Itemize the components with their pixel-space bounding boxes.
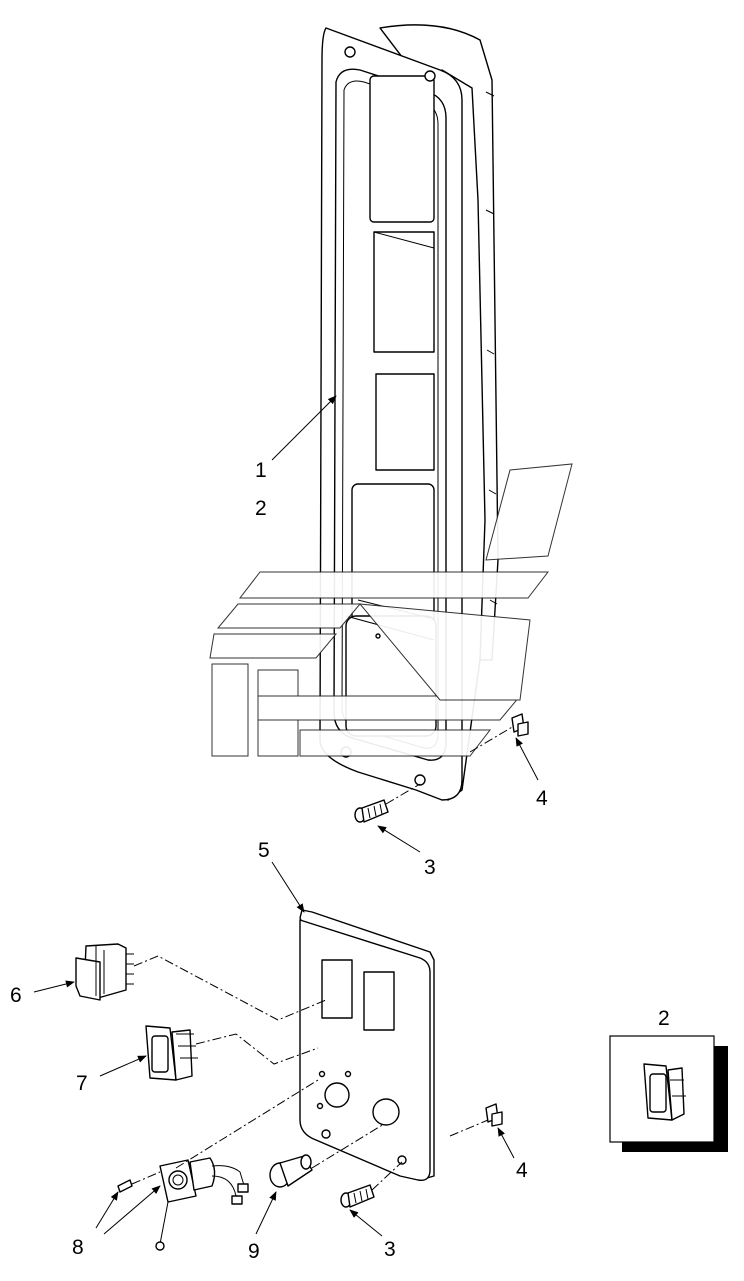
inset-box bbox=[609, 1035, 728, 1152]
watermark-logo bbox=[209, 463, 573, 757]
callout-3-lower: 3 bbox=[384, 1238, 396, 1261]
small-screw bbox=[117, 1179, 133, 1193]
callout-inset-2: 2 bbox=[658, 1007, 670, 1030]
indicator-lamp bbox=[145, 1025, 198, 1081]
callout-1: 1 bbox=[255, 459, 267, 482]
callout-6: 6 bbox=[10, 984, 22, 1007]
mounting-plate bbox=[299, 909, 435, 1181]
callout-2: 2 bbox=[255, 497, 267, 520]
assembly-lines bbox=[131, 725, 515, 1191]
callout-4-upper: 4 bbox=[536, 787, 548, 810]
screw-upper bbox=[354, 799, 389, 823]
clip-nut-upper bbox=[511, 713, 529, 737]
leader-arrows bbox=[33, 395, 539, 1237]
screw-lower bbox=[340, 1184, 375, 1208]
callout-5: 5 bbox=[258, 839, 270, 862]
rocker-switch bbox=[75, 943, 134, 1001]
callout-7: 7 bbox=[76, 1072, 88, 1095]
pilot-lamp bbox=[269, 1154, 313, 1188]
callout-9: 9 bbox=[248, 1240, 260, 1263]
clip-nut-lower bbox=[485, 1103, 503, 1127]
callout-8: 8 bbox=[72, 1236, 84, 1259]
callout-3-upper: 3 bbox=[424, 856, 436, 879]
callout-4-lower: 4 bbox=[516, 1159, 528, 1182]
callout-labels: 1 2 4 3 5 6 7 8 9 3 4 2 bbox=[10, 459, 670, 1263]
power-socket bbox=[155, 1157, 249, 1251]
inset-lamp-detail bbox=[643, 1063, 686, 1121]
